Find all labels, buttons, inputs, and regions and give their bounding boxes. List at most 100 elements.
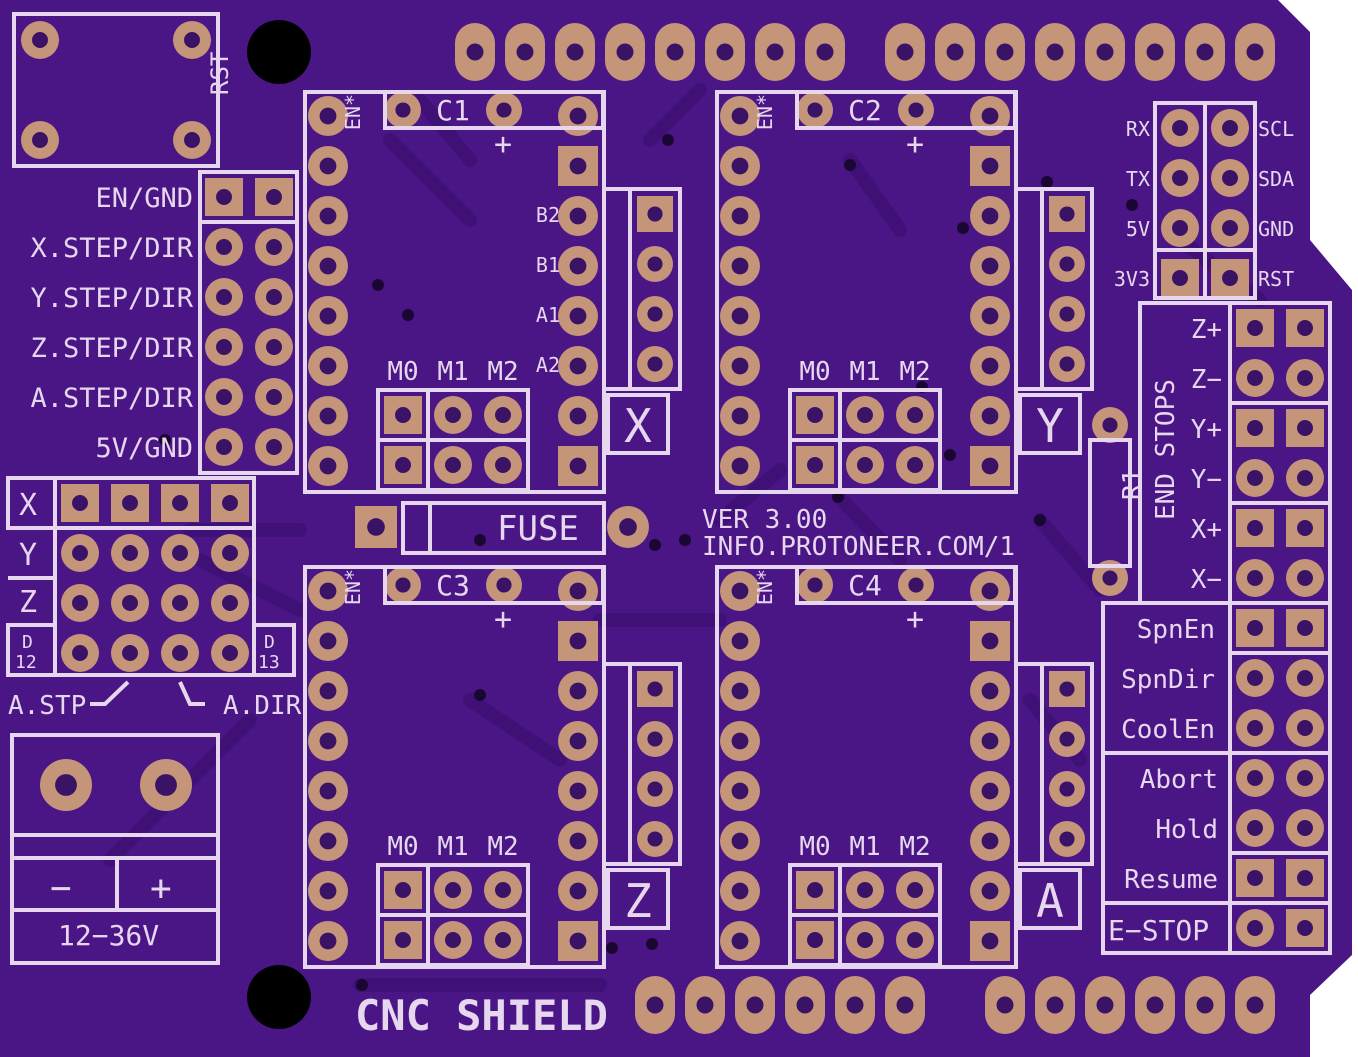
pad-drill [908,102,924,118]
i2c-left-label: 3V3 [1114,267,1150,291]
pad-drill [319,357,337,375]
driver-x-en-label: EN* [341,94,365,130]
pad-drill [122,645,138,661]
pad-drill [857,882,873,898]
pad-drill [395,407,411,423]
pad-drill [319,682,337,700]
pad-drill [216,239,232,255]
d12-d: D [22,632,33,653]
pad-drill [1297,820,1313,836]
clone-label: Z [19,585,37,620]
pad-drill [981,357,999,375]
pad-drill [569,457,587,475]
pad-drill [647,781,663,797]
copper-trace [463,693,567,767]
pad-drill [72,545,88,561]
pad-drill [807,932,823,948]
pad-drill [216,189,232,205]
motor-z-connector-frame [602,662,682,866]
pad-drill [319,882,337,900]
driver-y-en-label: EN* [753,94,777,130]
pad-drill [907,407,923,423]
microstep-label-m1: M1 [849,832,880,862]
fuse-label: FUSE [497,509,579,549]
endstop-label: Y+ [1191,415,1222,445]
pad-drill [319,257,337,275]
copper-trace [643,83,707,147]
capacitor-a-plus: + [906,602,924,637]
pad-drill [731,682,749,700]
pad-drill [731,732,749,750]
pad-drill [907,932,923,948]
pad-drill [569,682,587,700]
labels-layer: CNC SHIELD VER 3.00 INFO.PROTONEER.COM/1… [8,52,1294,1040]
pad-drill [184,32,200,48]
via [1034,514,1046,526]
pad-drill [766,43,784,61]
axis-a-label-box [1018,868,1082,930]
d12-num: 12 [15,652,37,673]
pad-drill [216,439,232,455]
mounting-hole [247,965,311,1029]
copper-trace [383,133,477,227]
coil-label-a1: A1 [536,303,560,327]
power-minus: − [50,868,72,909]
pad-drill [946,43,964,61]
resistor-outline [1088,438,1132,568]
pad-drill [1059,831,1075,847]
pad-drill [981,682,999,700]
pad-drill [731,832,749,850]
pad-drill [907,882,923,898]
pad-drill [32,132,48,148]
pad-drill [569,307,587,325]
pad-drill [1247,820,1263,836]
pad-drill [1046,996,1064,1014]
pad-drill [1146,43,1164,61]
d13-num: 13 [258,652,280,673]
pad-drill [1297,770,1313,786]
pad-drill [172,495,188,511]
capacitor-x-outline [383,90,605,130]
coil-label-b1: B1 [536,253,560,277]
copper-trace [843,153,907,237]
microstep-label-m2: M2 [487,832,518,862]
pad-drill [996,43,1014,61]
capacitor-a-label: C4 [848,569,882,602]
pad-drill [222,645,238,661]
pad-drill [1247,370,1263,386]
axis-x-label: X [624,399,652,453]
pad-drill [122,545,138,561]
pad-drill [445,407,461,423]
pad-drill [1059,681,1075,697]
pad-drill [1247,720,1263,736]
pad-drill [1247,620,1263,636]
via [679,534,691,546]
driver-z-en-label: EN* [341,569,365,605]
estop-header-outline [1101,901,1332,955]
pad-drill [716,43,734,61]
i2c-right-label: SDA [1258,167,1294,191]
clone-label: Y [19,538,37,573]
pad-drill [319,407,337,425]
pad-drill [319,782,337,800]
pad-drill [1297,370,1313,386]
pad-drill [1059,356,1075,372]
pad-drill [319,582,337,600]
pad-drill [319,832,337,850]
pad-drill [981,257,999,275]
pad-drill [807,407,823,423]
pad-drill [1196,996,1214,1014]
pad-drill [1297,320,1313,336]
i2c-left-label: 5V [1126,217,1150,241]
pad-drill [1096,996,1114,1014]
pad-drill [495,882,511,898]
pad-drill [1297,470,1313,486]
pad-drill [466,43,484,61]
microstep-label-m1: M1 [849,357,880,387]
pad-drill [981,832,999,850]
pad-drill [981,882,999,900]
pad-drill [981,582,999,600]
left-header-label: X.STEP/DIR [30,233,193,264]
pad-drill [1297,920,1313,936]
